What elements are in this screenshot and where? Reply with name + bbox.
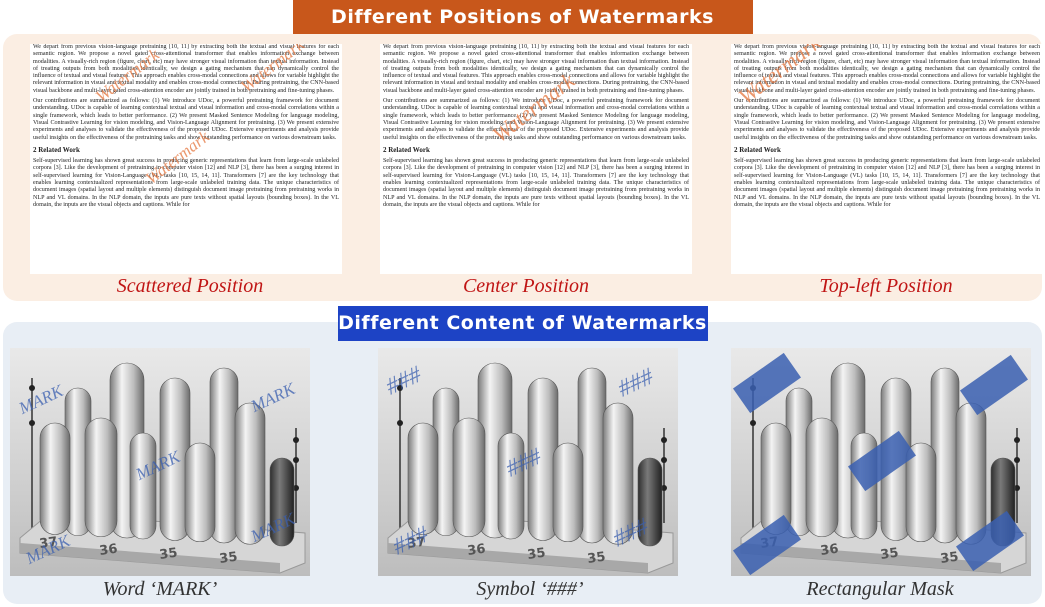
- pole-knob: [397, 420, 403, 426]
- bar-cylinder: [269, 457, 295, 547]
- bar-number-label: 36: [466, 542, 486, 559]
- bar-number-label: 35: [526, 546, 546, 563]
- bar-cylinder: [184, 442, 216, 543]
- bar-cylinder: [637, 457, 663, 547]
- pole-knob: [1014, 437, 1020, 443]
- bar-cylinder: [129, 432, 157, 540]
- rect-mask: [848, 430, 916, 492]
- rect-mask: [733, 514, 801, 576]
- bar-number-label: 35: [586, 550, 606, 567]
- bar-cylinder: [552, 442, 584, 543]
- bar-number-label: 35: [879, 546, 899, 563]
- bar-cylinder: [497, 432, 525, 540]
- document-scattered: We depart from previous vision-language …: [30, 44, 342, 274]
- doc-paragraph-1: We depart from previous vision-language …: [734, 44, 1040, 94]
- caption-topleft: Top-left Position: [819, 275, 953, 297]
- bar-number-label: 35: [939, 550, 959, 567]
- doc-section-title: 2 Related Work: [383, 145, 430, 154]
- rect-mask: [956, 510, 1024, 572]
- content-banner: Different Content of Watermarks: [337, 306, 708, 341]
- pole-knob: [397, 385, 403, 391]
- doc-paragraph-2: Our contributions are summarized as foll…: [383, 98, 689, 141]
- bar-cylinder: [805, 417, 839, 538]
- doc-paragraph-3: Self-supervised learning has shown great…: [734, 158, 1040, 208]
- bar-number-label: 37: [38, 535, 58, 552]
- rect-mask: [960, 354, 1028, 416]
- bar-cylinder: [407, 422, 439, 535]
- document-topleft: We depart from previous vision-language …: [731, 44, 1043, 274]
- doc-section-title: 2 Related Work: [734, 145, 781, 154]
- bar-number-label: 37: [406, 535, 426, 552]
- bar-cylinder: [602, 402, 634, 545]
- doc-section-title: 2 Related Work: [33, 145, 80, 154]
- bar-number-label: 35: [158, 546, 178, 563]
- rect-mask: [733, 352, 801, 414]
- bar-render-image: 37 36 35 35: [378, 348, 678, 576]
- pole-knob: [293, 457, 299, 463]
- bar-render-image: 37 36 35 35: [10, 348, 310, 576]
- caption-scattered: Scattered Position: [116, 275, 264, 297]
- doc-paragraph-2: Our contributions are summarized as foll…: [734, 98, 1040, 141]
- pole-knob: [293, 437, 299, 443]
- caption-rect: Rectangular Mask: [806, 578, 954, 600]
- bar-cylinder: [39, 422, 71, 535]
- pole-knob: [29, 385, 35, 391]
- bar-cylinder: [234, 402, 266, 545]
- bar-number-label: 36: [98, 542, 118, 559]
- positions-banner: Different Positions of Watermarks: [292, 0, 753, 34]
- doc-paragraph-1: We depart from previous vision-language …: [33, 44, 339, 94]
- base-edge: [20, 543, 280, 573]
- bar-number-label: 35: [218, 550, 238, 567]
- base-edge: [741, 543, 1001, 573]
- caption-word: Word ‘MARK’: [102, 578, 218, 600]
- pole-knob: [661, 457, 667, 463]
- caption-center: Center Position: [462, 275, 590, 297]
- bar-number-label: 36: [819, 542, 839, 559]
- doc-paragraph-1: We depart from previous vision-language …: [383, 44, 689, 94]
- pole-knob: [1014, 485, 1020, 491]
- pole-knob: [293, 485, 299, 491]
- rect-mask-layer: [733, 352, 1028, 576]
- bar-cylinder: [905, 442, 937, 543]
- pole-knob: [661, 437, 667, 443]
- base-edge: [388, 543, 648, 573]
- pole-knob: [29, 420, 35, 426]
- document-center: We depart from previous vision-language …: [380, 44, 692, 274]
- pole-knob: [1014, 457, 1020, 463]
- doc-paragraph-3: Self-supervised learning has shown great…: [383, 158, 689, 208]
- bar-cylinder: [84, 417, 118, 538]
- pole-knob: [750, 420, 756, 426]
- doc-paragraph-2: Our contributions are summarized as foll…: [33, 98, 339, 141]
- bar-cylinder: [452, 417, 486, 538]
- doc-paragraph-3: Self-supervised learning has shown great…: [33, 158, 339, 208]
- pole-knob: [661, 485, 667, 491]
- caption-symbol: Symbol ‘###’: [476, 578, 584, 600]
